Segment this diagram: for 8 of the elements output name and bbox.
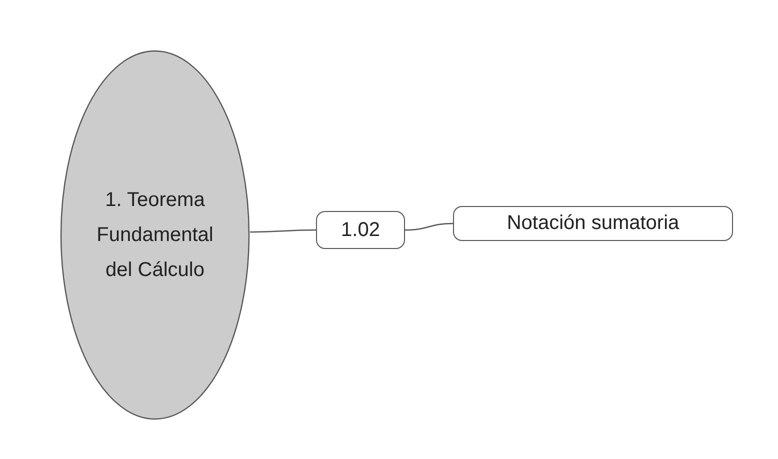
- connector-line: [250, 229, 316, 233]
- connector-line: [404, 222, 454, 231]
- node-label: 1. Teorema Fundamental del Cálculo: [96, 188, 214, 282]
- topic-ellipse: [60, 50, 250, 420]
- topic-box: [453, 206, 733, 241]
- node-label: Notación sumatoria: [506, 212, 680, 235]
- node-label: 1.02: [341, 218, 380, 242]
- topic-box: [316, 211, 405, 249]
